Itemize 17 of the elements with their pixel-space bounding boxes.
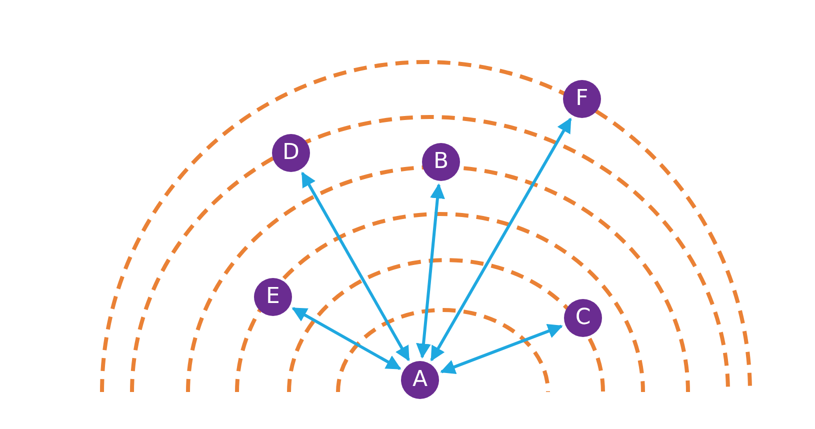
letter-circle [564,299,602,337]
node-letter: C [575,307,591,329]
double-arrow [430,118,572,362]
node-letter: D [282,142,300,164]
letter-circle [254,278,292,316]
node-letter: F [576,88,588,110]
double-arrow [292,307,402,370]
letter-circle [401,361,439,399]
letter-circle [422,143,460,181]
double-arrow [416,183,445,359]
node-letter: B [433,151,449,173]
letter-circle [563,80,601,118]
node-letter: E [266,286,280,308]
node-letter: A [412,369,428,391]
double-arrow [301,172,410,362]
letter-circle [272,134,310,172]
double-arrow [440,324,563,374]
